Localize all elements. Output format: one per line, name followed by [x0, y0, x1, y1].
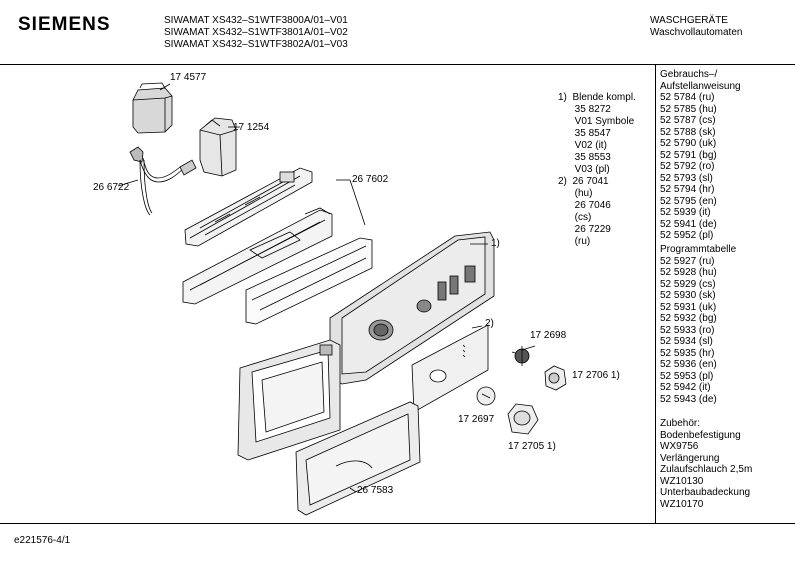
document-id: e221576-4/1 [14, 535, 71, 546]
control-board-middle [182, 207, 333, 305]
program-item: 52 5933 (ro) [660, 324, 715, 336]
divider-top [0, 64, 795, 65]
model-line: SIWAMAT XS432–S1WTF3802A/01–V03 [164, 39, 348, 50]
knob-172697 [476, 386, 496, 406]
note-line: 35 8272 [558, 104, 611, 115]
label-ref1: 1) [491, 238, 500, 249]
accessory-line: Bodenbefestigung [660, 429, 741, 441]
manual-item: 52 5791 (bg) [660, 149, 717, 161]
label-266722: 26 6722 [93, 182, 130, 193]
label-174577: 17 4577 [170, 72, 207, 83]
program-item: 52 5929 (cs) [660, 278, 716, 290]
manual-item: 52 5790 (uk) [660, 138, 717, 149]
note-line: (ru) [558, 236, 591, 247]
divider-vertical [655, 64, 656, 523]
programs-section: Programmtabelle 52 5927 (ru) 52 5928 (hu… [660, 244, 736, 405]
program-item: 52 5934 (sl) [660, 336, 713, 347]
subcategory: Waschvollautomaten [650, 27, 743, 38]
note-line: 26 7229 [558, 224, 611, 235]
program-item: 52 5931 (uk) [660, 301, 717, 313]
section-title: Gebrauchs–/ [660, 69, 718, 80]
program-item: 52 5928 (hu) [660, 267, 717, 278]
manual-item: 52 5787 (cs) [660, 115, 716, 126]
accessory-line: Zubehör: [660, 418, 701, 429]
suppressor-part [132, 82, 173, 134]
control-board-upper [184, 167, 313, 247]
label-267583: 26 7583 [357, 485, 394, 496]
category-block: WASCHGERÄTE Waschvollautomaten [650, 15, 742, 39]
model-line: SIWAMAT XS432–S1WTF3800A/01–V01 [164, 15, 348, 26]
note-line: 35 8553 [558, 152, 611, 163]
note-line: 1) Blende kompl. [558, 92, 636, 103]
accessory-line: Verlängerung [660, 452, 720, 464]
control-board-lower [245, 237, 373, 325]
manual-item: 52 5795 (en) [660, 195, 717, 207]
note-line: V03 (pl) [558, 164, 610, 175]
drawer-cover [295, 401, 421, 516]
manual-item: 52 5792 (ro) [660, 161, 715, 172]
manual-item: 52 5785 (hu) [660, 103, 717, 115]
label-267602: 26 7602 [352, 174, 389, 185]
brand-logo: SIEMENS [18, 14, 111, 35]
note-line: (hu) [558, 188, 593, 199]
sub-panel [411, 324, 489, 413]
program-item: 52 5935 (hr) [660, 347, 715, 359]
accessory-line: WZ10170 [660, 498, 704, 510]
label-172706: 17 2706 1) [572, 370, 620, 381]
drawer-frame [237, 339, 341, 461]
section-title: Programmtabelle [660, 244, 737, 255]
program-item: 52 5932 (bg) [660, 313, 717, 324]
accessory-line: WZ10130 [660, 475, 704, 487]
manual-item: 52 5788 (sk) [660, 126, 716, 138]
note-line: V02 (it) [558, 140, 607, 151]
program-item: 52 5943 (de) [660, 393, 717, 405]
manual-item: 52 5784 (ru) [660, 92, 715, 103]
note-line: (cs) [558, 212, 592, 223]
manual-item: 52 5939 (it) [660, 207, 711, 218]
variant-notes: 1) Blende kompl. 35 8272 V01 Symbole 35 … [558, 92, 636, 248]
accessory-line: WX9756 [660, 441, 699, 452]
program-item: 52 5942 (it) [660, 382, 711, 393]
label-172705: 17 2705 1) [508, 441, 556, 452]
exploded-view-drawing [117, 82, 567, 516]
program-item: 52 5953 (pl) [660, 370, 714, 382]
manual-item: 52 5794 (hr) [660, 184, 715, 195]
note-line: 35 8547 [558, 128, 611, 139]
manual-item: 52 5941 (de) [660, 218, 717, 230]
accessory-line: Zulaufschlauch 2,5m [660, 464, 753, 475]
label-172698: 17 2698 [530, 330, 567, 341]
accessory-line: Unterbaubadeckung [660, 487, 751, 498]
program-item: 52 5936 (en) [660, 359, 717, 370]
note-line: 26 7046 [558, 200, 611, 211]
model-line: SIWAMAT XS432–S1WTF3801A/01–V02 [164, 27, 348, 38]
label-ref2: 2) [485, 318, 494, 329]
label-171254: 17 1254 [233, 122, 270, 133]
knob-172705 [507, 403, 539, 435]
accessories-section: Zubehör: Bodenbefestigung WX9756 Verläng… [660, 418, 752, 510]
knob-172698 [511, 346, 530, 366]
label-172697: 17 2697 [458, 414, 495, 425]
program-item: 52 5927 (ru) [660, 255, 715, 267]
manual-item: 52 5793 (sl) [660, 172, 713, 184]
knob-172706 [544, 365, 567, 391]
note-line: 2) 26 7041 [558, 176, 609, 187]
manuals-section: Gebrauchs–/ Aufstellanweisung 52 5784 (r… [660, 69, 741, 242]
program-item: 52 5930 (sk) [660, 290, 716, 301]
note-line: V01 Symbole [558, 116, 635, 127]
model-list: SIWAMAT XS432–S1WTF3800A/01–V01 SIWAMAT … [164, 15, 348, 51]
mains-cable-part [129, 146, 197, 216]
category: WASCHGERÄTE [650, 15, 728, 26]
connector-part [199, 117, 237, 177]
divider-bottom [0, 523, 795, 524]
section-title: Aufstellanweisung [660, 80, 741, 92]
manual-item: 52 5952 (pl) [660, 230, 714, 241]
